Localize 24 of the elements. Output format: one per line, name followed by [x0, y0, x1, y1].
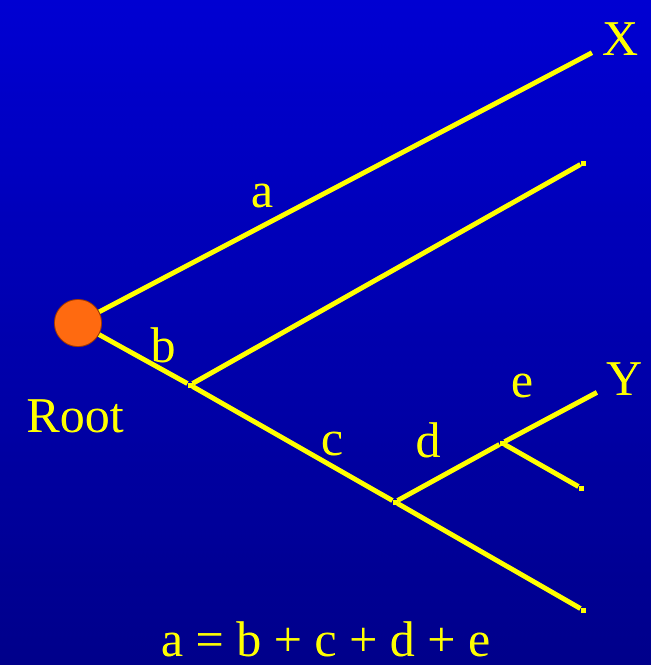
edge-label: d	[416, 415, 440, 465]
branch-point	[188, 382, 192, 388]
formula: a = b + c + d + e	[160, 614, 492, 664]
branch-point	[578, 486, 584, 490]
branch-line	[98, 50, 594, 314]
edge-label: a	[250, 165, 274, 215]
edge-label: c	[320, 413, 344, 463]
branch-point	[392, 500, 398, 504]
branch-line	[503, 442, 580, 489]
node-caption: Root	[25, 390, 125, 440]
tip-label: X	[592, 8, 648, 68]
branch-line	[503, 390, 598, 444]
branch-line	[396, 442, 501, 503]
root-circle	[54, 299, 102, 347]
branch-point	[500, 440, 504, 446]
branch-point	[580, 608, 586, 612]
branch-line	[191, 162, 582, 386]
tip-label: Y	[597, 350, 651, 406]
branch-line	[191, 384, 394, 503]
branch-point	[580, 160, 586, 166]
branch-line	[396, 501, 582, 611]
edge-label: e	[510, 355, 534, 405]
branch-line	[98, 332, 189, 386]
edge-label: b	[150, 320, 176, 370]
